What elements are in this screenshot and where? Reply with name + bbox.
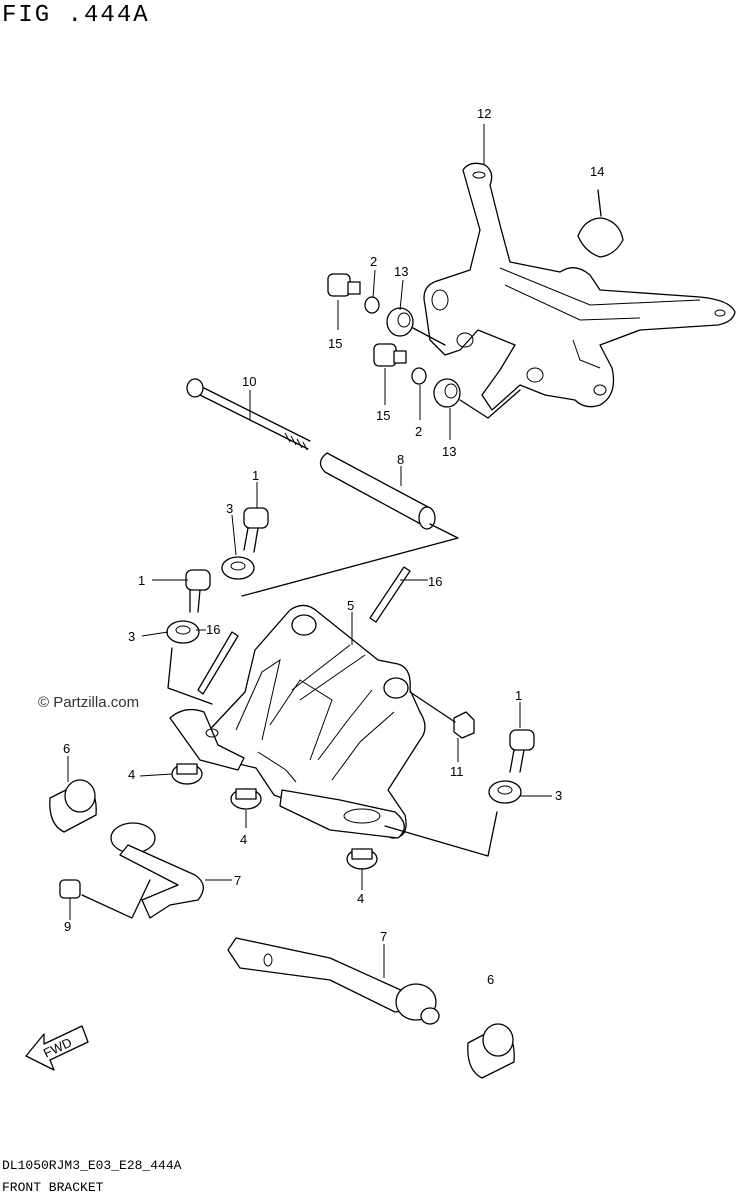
callout-1-top: 1: [252, 468, 259, 483]
left-fasteners-drawing: [166, 507, 411, 705]
fwd-arrow-icon: FWD: [25, 1025, 89, 1071]
right-fasteners-drawing: [488, 729, 535, 804]
callout-4-bottom: 4: [357, 891, 364, 906]
stay-7-right-drawing: [227, 937, 440, 1025]
callout-15-upper: 15: [328, 336, 342, 351]
watermark: © Partzilla.com: [38, 694, 140, 711]
callout-3-left: 3: [128, 629, 135, 644]
callout-6-left: 6: [63, 741, 70, 756]
callout-4-mid: 4: [240, 832, 247, 847]
stay-7-left-drawing: [59, 822, 204, 919]
callout-6-right: 6: [487, 972, 494, 987]
bracket-5-drawing: [169, 604, 498, 857]
callout-13-upper: 13: [394, 264, 408, 279]
callout-2-upper: 2: [370, 254, 377, 269]
cushion-6-left-drawing: [49, 779, 97, 833]
footer-section-name: FRONT BRACKET: [2, 1180, 104, 1195]
nut-11-drawing: [453, 711, 475, 739]
callout-3-top: 3: [226, 501, 233, 516]
callout-15-lower: 15: [376, 408, 390, 423]
callout-7-right: 7: [380, 929, 387, 944]
callout-16-left: 16: [206, 622, 220, 637]
callout-14: 14: [590, 164, 604, 179]
callout-numbers: 12 14 2 13 15 15 2 13 10 8 1 3 1 16 5 3 …: [63, 106, 604, 987]
collar-8-drawing: [319, 452, 436, 530]
callout-3-right: 3: [555, 788, 562, 803]
bolt-10-drawing: [186, 378, 311, 451]
cap-14-drawing: [577, 217, 624, 258]
callout-2-lower: 2: [415, 424, 422, 439]
callout-1-left: 1: [138, 573, 145, 588]
footer-model-code: DL1050RJM3_E03_E28_444A: [2, 1158, 182, 1173]
cushion-6-right-drawing: [467, 1023, 515, 1079]
callout-10: 10: [242, 374, 256, 389]
callout-9: 9: [64, 919, 71, 934]
callout-5: 5: [347, 598, 354, 613]
callout-1-right: 1: [515, 688, 522, 703]
figure-title: FIG .444A: [2, 2, 150, 29]
leader-lines: [67, 124, 552, 978]
callout-13-lower: 13: [442, 444, 456, 459]
callout-4-left: 4: [128, 767, 135, 782]
callout-12: 12: [477, 106, 491, 121]
callout-8: 8: [397, 452, 404, 467]
bracket-12-drawing: [423, 162, 736, 411]
upper-fasteners-drawing: [327, 273, 521, 419]
callout-11: 11: [450, 764, 464, 779]
callout-7-left: 7: [234, 873, 241, 888]
callout-16-right: 16: [428, 574, 442, 589]
